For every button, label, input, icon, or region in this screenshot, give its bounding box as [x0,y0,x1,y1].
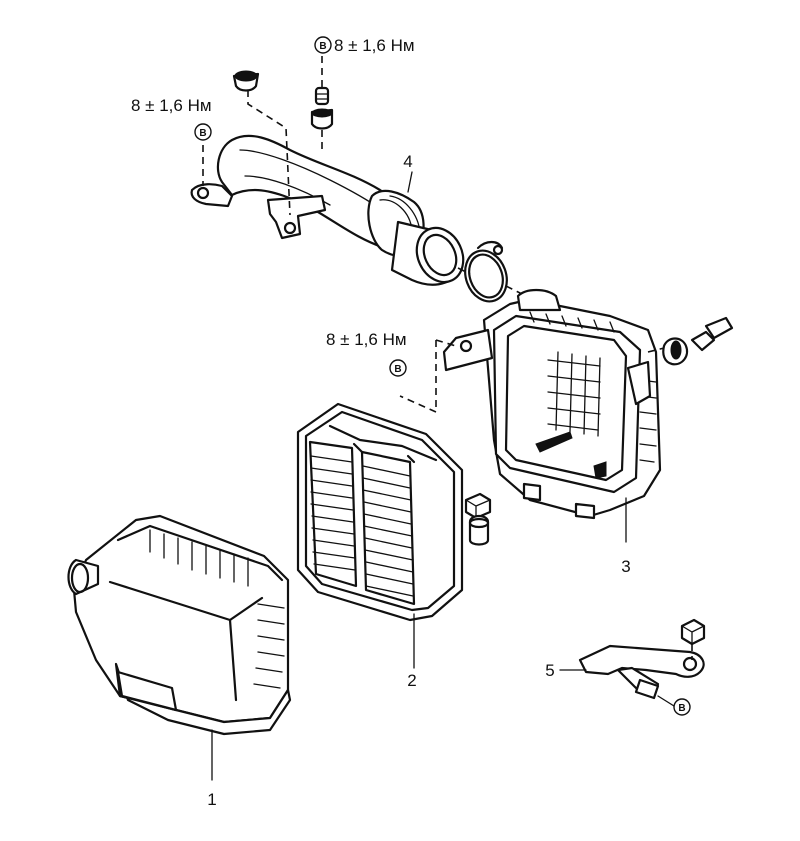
intake-duct [190,134,465,286]
torque-marker-top: B [314,36,332,54]
svg-text:B: B [394,364,401,375]
bracket [578,618,706,700]
filter-element [296,402,464,622]
duct-grommet [232,70,260,92]
part-number-1: 1 [207,790,216,809]
filter-nuts [464,492,492,546]
torque-marker-bracket: B [673,698,691,716]
housing-grommet [662,316,734,366]
torque-label-middle: 8 ± 1,6 Нм [326,330,407,349]
torque-label-top: 8 ± 1,6 Нм [334,36,415,55]
filter-housing [442,288,662,520]
svg-text:B: B [678,703,685,714]
torque-label-left: 8 ± 1,6 Нм [131,96,212,115]
housing-cover [67,514,292,736]
svg-text:B: B [199,128,206,139]
torque-marker-left: B [194,123,212,141]
duct-bolt [310,86,334,130]
torque-marker-middle: B [389,359,407,377]
part-number-5: 5 [545,661,554,680]
svg-text:B: B [319,41,326,52]
part-number-3: 3 [621,557,630,576]
part-number-2: 2 [407,671,416,690]
part-number-4: 4 [403,152,412,171]
duct-seal-ring [464,240,508,303]
